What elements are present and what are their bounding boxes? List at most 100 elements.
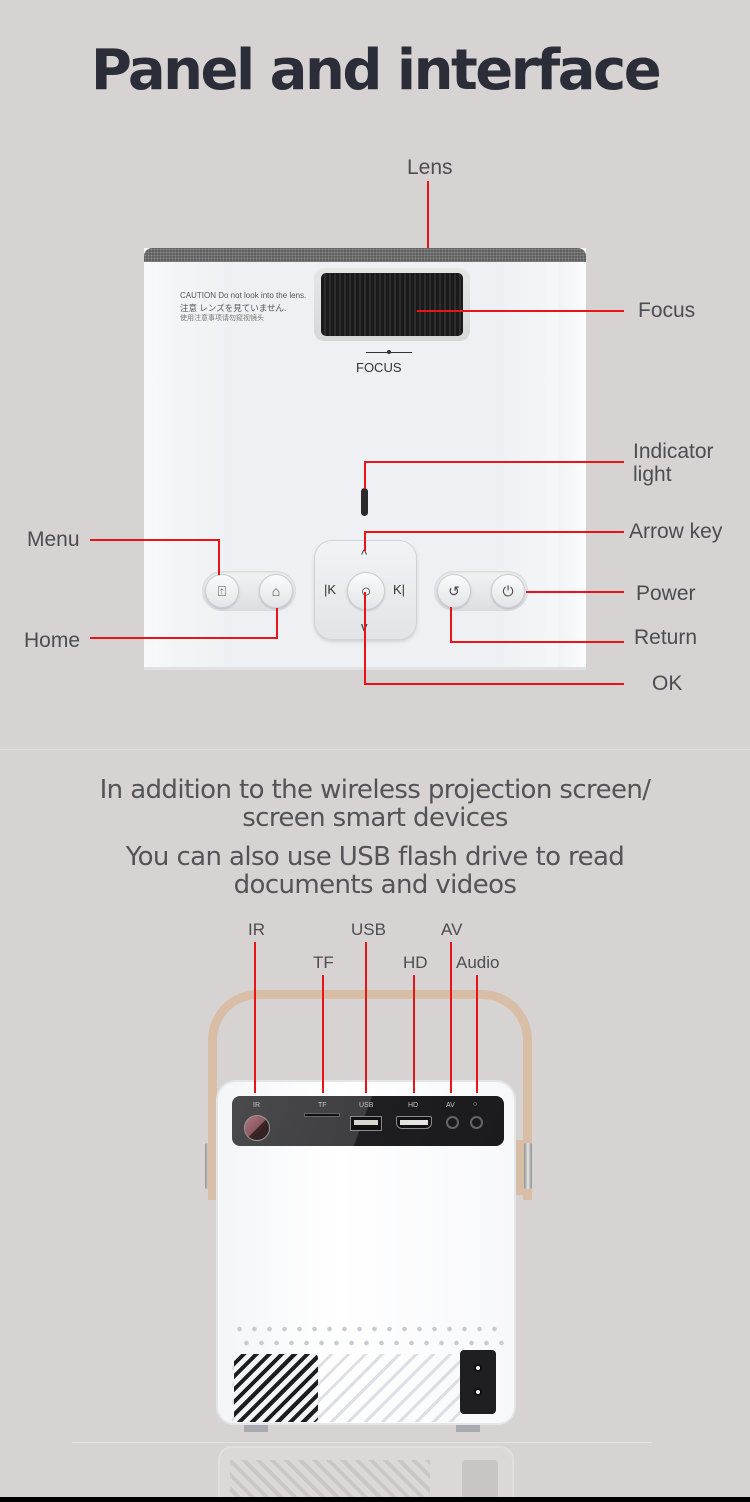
ir-marking: IR: [253, 1102, 260, 1109]
callout-audio-label: Audio: [456, 953, 500, 972]
power-button[interactable]: ⏻: [491, 574, 525, 608]
callout-indicator-line-h: [364, 461, 624, 463]
callout-power-label: Power: [636, 582, 696, 605]
projector-top-panel: CAUTION Do not look into the lens. 注意 レン…: [144, 248, 586, 670]
av-jack[interactable]: [446, 1116, 459, 1129]
callout-home-label: Home: [24, 629, 81, 652]
focus-scale-icon: [366, 350, 412, 354]
usb-marking: USB: [359, 1102, 374, 1109]
description-line-1: In addition to the wireless projection s…: [99, 775, 651, 805]
callout-arrow-line-v: [364, 531, 366, 551]
arrow-left-button[interactable]: |K: [324, 582, 337, 597]
callout-av-line: [450, 942, 452, 1093]
lens-fabric-strip: [144, 248, 586, 262]
device-reflection: [218, 1446, 514, 1502]
focus-marking: FOCUS: [356, 360, 402, 375]
callout-hd-label: HD: [403, 953, 428, 972]
callout-hd-line: [413, 975, 415, 1093]
tf-marking: TF: [318, 1102, 327, 1109]
callout-lens-line: [427, 181, 429, 249]
menu-button[interactable]: ⍐: [205, 574, 239, 608]
arrow-right-button[interactable]: K|: [393, 582, 406, 597]
page-title: Panel and interface: [90, 38, 662, 103]
power-icon: ⏻: [502, 582, 514, 599]
return-button[interactable]: ↺: [437, 574, 471, 608]
callout-home-line-v: [276, 608, 278, 639]
audio-marking: ○: [473, 1101, 478, 1108]
callout-indicator-label-2: light: [633, 463, 672, 486]
vent-dot-row: [232, 1326, 502, 1332]
callout-focus-label: Focus: [638, 299, 696, 322]
caution-line-en: CAUTION Do not look into the lens.: [180, 291, 307, 300]
socket-pin: [474, 1364, 482, 1372]
bottom-edge: [0, 1497, 750, 1502]
audio-jack[interactable]: [470, 1116, 483, 1129]
focus-wheel-frame: [314, 268, 470, 341]
home-button[interactable]: ⌂: [259, 574, 293, 608]
home-icon: ⌂: [271, 583, 281, 599]
callout-return-line-h: [450, 641, 624, 643]
callout-ok-label: OK: [652, 672, 683, 695]
panel-edge-left: [144, 262, 182, 667]
handle-hinge-right: [524, 1143, 532, 1189]
hdmi-port[interactable]: [396, 1116, 432, 1129]
callout-ir-line: [254, 942, 256, 1093]
callout-tf-line: [322, 975, 324, 1093]
foot-left: [244, 1425, 268, 1432]
hd-marking: HD: [408, 1102, 419, 1109]
callout-focus-line: [417, 310, 624, 312]
carry-handle: [208, 990, 532, 1200]
description-line-3: You can also use USB flash drive to read: [125, 842, 625, 872]
ok-button[interactable]: ○: [347, 572, 385, 610]
tf-card-slot[interactable]: [304, 1113, 340, 1117]
section-divider: [0, 749, 750, 750]
vent-dot-row: [239, 1340, 509, 1346]
ir-receiver: [244, 1115, 270, 1141]
return-icon: ↺: [448, 582, 460, 599]
callout-menu-label: Menu: [27, 528, 80, 551]
callout-usb-line: [365, 942, 367, 1093]
caution-line-cn: 使用注意事项请勿窥视镜头: [180, 314, 264, 322]
callout-menu-line-v: [218, 539, 220, 575]
callout-indicator-label-1: Indicator: [633, 440, 714, 463]
callout-return-line-v: [450, 607, 452, 643]
callout-ok-line-h: [364, 683, 624, 685]
callout-ir-label: IR: [248, 920, 265, 939]
caution-label: CAUTION Do not look into the lens. 注意 レン…: [180, 290, 306, 324]
ok-icon: ○: [360, 580, 372, 601]
foot-right: [456, 1425, 480, 1432]
menu-icon: ⍐: [217, 582, 227, 599]
arrow-up-button[interactable]: ^: [361, 547, 368, 562]
callout-indicator-line-v: [364, 461, 366, 489]
description-line-2: screen smart devices: [242, 803, 508, 833]
reflection-slots: [230, 1460, 430, 1500]
callout-home-line-h: [90, 637, 278, 639]
indicator-light: [361, 488, 368, 516]
port-panel: IR TF USB HD AV ○: [232, 1096, 504, 1146]
callout-arrow-line-h: [364, 531, 624, 533]
ventilation-grille: [232, 1326, 509, 1426]
focus-wheel[interactable]: [321, 273, 463, 336]
callout-ok-line-v: [364, 592, 366, 685]
vent-slots-dark: [234, 1354, 318, 1422]
callout-tf-label: TF: [313, 953, 334, 972]
projector-rear-body: IR TF USB HD AV ○: [216, 1080, 516, 1425]
description-line-4: documents and videos: [233, 870, 517, 900]
callout-lens-label: Lens: [407, 156, 453, 179]
usb-port[interactable]: [350, 1116, 382, 1131]
callout-arrow-key-label: Arrow key: [629, 520, 723, 543]
callout-av-label: AV: [441, 920, 463, 939]
callout-menu-line-h: [90, 539, 220, 541]
socket-pin: [474, 1388, 482, 1396]
av-marking: AV: [446, 1102, 455, 1109]
caution-line-jp: 注意 レンズを見ていません.: [180, 302, 287, 313]
callout-power-line: [526, 591, 624, 593]
surface-line: [72, 1442, 652, 1443]
handle-arm-left: [208, 1140, 217, 1195]
reflection-socket: [462, 1460, 498, 1502]
callout-audio-line: [476, 975, 478, 1093]
handle-arm-right: [515, 1140, 524, 1195]
menu-home-pill: ⍐ ⌂: [202, 571, 296, 611]
panel-edge-right: [558, 262, 586, 667]
power-socket[interactable]: [460, 1350, 496, 1414]
